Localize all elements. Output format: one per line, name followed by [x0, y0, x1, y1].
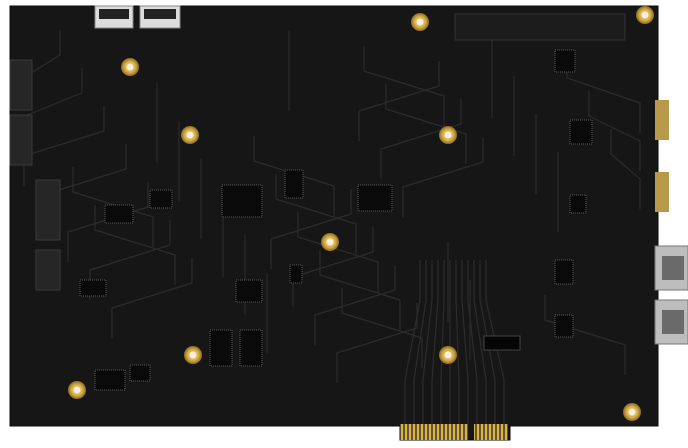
mounting-hole-center: [73, 386, 81, 394]
trace: [23, 106, 105, 186]
ic-chip: [357, 184, 393, 212]
ic-chip: [235, 279, 263, 303]
mounting-hole-center: [628, 408, 636, 416]
black-connector: [483, 335, 521, 351]
mounting-hole-center: [641, 11, 649, 19]
trace: [422, 260, 433, 424]
ic-chip: [554, 259, 574, 285]
ic-chip: [129, 364, 151, 382]
trace: [461, 260, 469, 424]
ic-chip: [554, 49, 576, 73]
trace: [341, 288, 423, 368]
ic-chip: [221, 184, 263, 218]
ic-chip: [104, 204, 134, 224]
trace: [402, 137, 484, 217]
board-outline: [9, 5, 659, 441]
trace: [270, 189, 352, 269]
trace: [455, 260, 460, 424]
mounting-hole-center: [186, 131, 194, 139]
trace: [297, 212, 379, 292]
trace: [440, 260, 445, 424]
trace: [404, 260, 421, 424]
trace: [94, 205, 176, 285]
trace: [319, 250, 401, 330]
trace: [380, 99, 462, 179]
pcie-gold-fingers: [400, 424, 468, 440]
trace: [473, 260, 487, 424]
trace: [385, 84, 467, 164]
trace: [610, 129, 641, 209]
pcie-gold-fingers-short: [474, 424, 508, 440]
trace: [413, 260, 427, 424]
mounting-hole-center: [189, 351, 197, 359]
ic-chip: [149, 189, 173, 209]
mounting-hole-center: [326, 238, 334, 246]
ic-chip: [554, 314, 574, 338]
ic-chip: [209, 329, 233, 367]
mounting-hole-center: [444, 131, 452, 139]
ic-chip: [79, 279, 107, 297]
trace: [431, 260, 439, 424]
ic-chip: [239, 329, 263, 367]
trace: [363, 46, 445, 126]
sfp-connectors: [654, 100, 688, 345]
ic-chip: [94, 369, 126, 391]
trace: [588, 91, 641, 171]
left-connectors: [9, 59, 61, 291]
trace: [467, 260, 478, 424]
trace: [358, 61, 440, 141]
ic-chip: [569, 194, 587, 214]
ic-chip: [569, 119, 593, 145]
trace: [111, 258, 193, 338]
trace: [275, 174, 357, 254]
trace: [544, 295, 626, 375]
mounting-hole-center: [416, 18, 424, 26]
ic-chip: [289, 264, 303, 284]
mounting-hole-center: [126, 63, 134, 71]
trace: [292, 227, 374, 307]
mounting-hole-center: [444, 351, 452, 359]
top-connectors: [94, 5, 626, 41]
ic-chip: [284, 169, 304, 199]
trace: [314, 265, 396, 345]
